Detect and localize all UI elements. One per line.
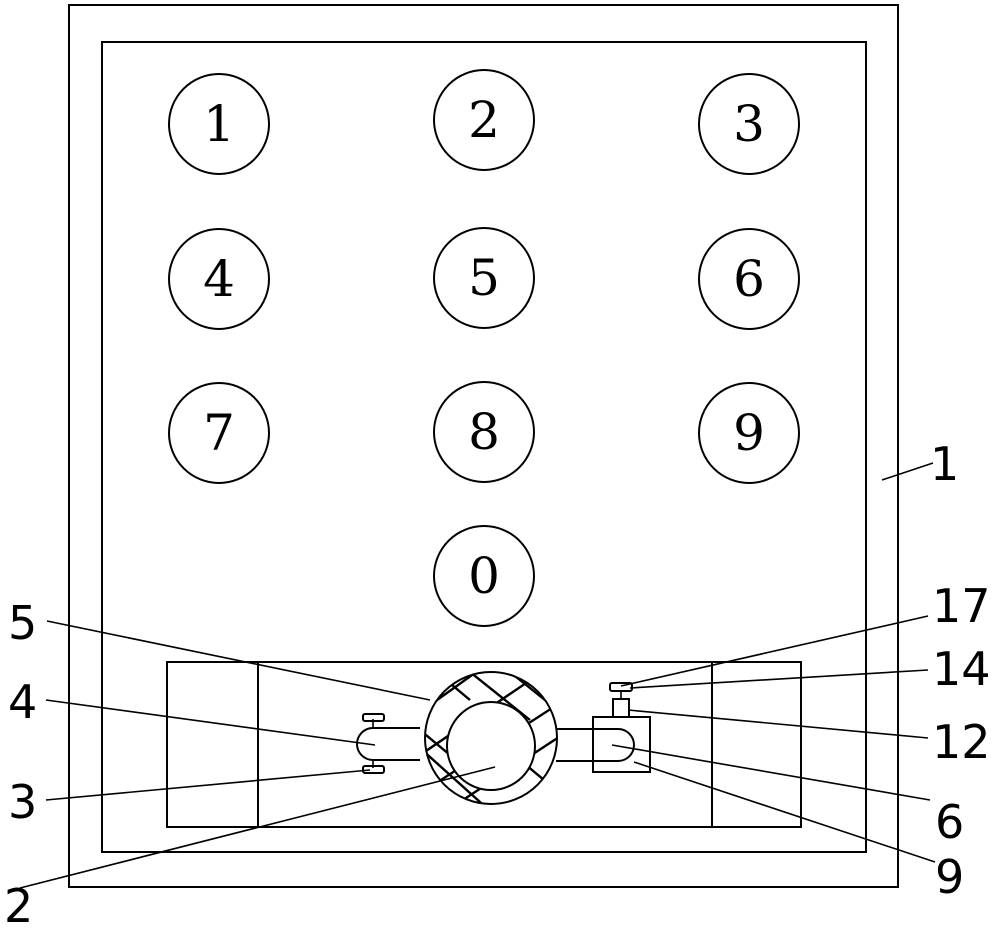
mechanism-housing bbox=[166, 661, 802, 828]
key-label: 6 bbox=[733, 250, 765, 308]
key-7[interactable]: 7 bbox=[168, 382, 270, 484]
callout-6: 6 bbox=[935, 795, 964, 849]
key-8[interactable]: 8 bbox=[433, 381, 535, 483]
keypad: 1 2 3 4 5 6 7 8 bbox=[168, 69, 800, 627]
leader-lines bbox=[19, 462, 936, 889]
key-label: 4 bbox=[203, 250, 235, 308]
callout-3: 3 bbox=[8, 775, 37, 829]
outer-housing bbox=[68, 4, 899, 888]
callout-17: 17 bbox=[932, 579, 991, 633]
key-label: 8 bbox=[468, 403, 500, 461]
key-4[interactable]: 4 bbox=[168, 228, 270, 330]
callout-4: 4 bbox=[8, 675, 37, 729]
callout-9: 9 bbox=[935, 850, 964, 904]
left-rod bbox=[356, 713, 420, 774]
key-9[interactable]: 9 bbox=[698, 382, 800, 484]
key-5[interactable]: 5 bbox=[433, 227, 535, 329]
key-label: 9 bbox=[733, 404, 765, 462]
callout-labels: 1 5 4 3 2 17 14 12 6 9 bbox=[4, 437, 991, 933]
key-label: 0 bbox=[468, 547, 500, 605]
callout-1: 1 bbox=[930, 437, 959, 491]
inner-panel bbox=[101, 41, 867, 853]
key-2[interactable]: 2 bbox=[433, 69, 535, 171]
key-3[interactable]: 3 bbox=[698, 73, 800, 175]
key-label: 5 bbox=[468, 249, 500, 307]
key-label: 3 bbox=[733, 95, 765, 153]
callout-14: 14 bbox=[932, 642, 991, 696]
callout-5: 5 bbox=[8, 596, 37, 650]
key-1[interactable]: 1 bbox=[168, 73, 270, 175]
callout-12: 12 bbox=[932, 715, 991, 769]
callout-2: 2 bbox=[4, 879, 33, 933]
key-6[interactable]: 6 bbox=[698, 228, 800, 330]
right-rod bbox=[556, 682, 651, 773]
key-label: 2 bbox=[468, 91, 500, 149]
key-label: 1 bbox=[203, 95, 235, 153]
key-0[interactable]: 0 bbox=[433, 525, 535, 627]
hatched-ring bbox=[424, 671, 558, 805]
key-label: 7 bbox=[203, 404, 235, 462]
